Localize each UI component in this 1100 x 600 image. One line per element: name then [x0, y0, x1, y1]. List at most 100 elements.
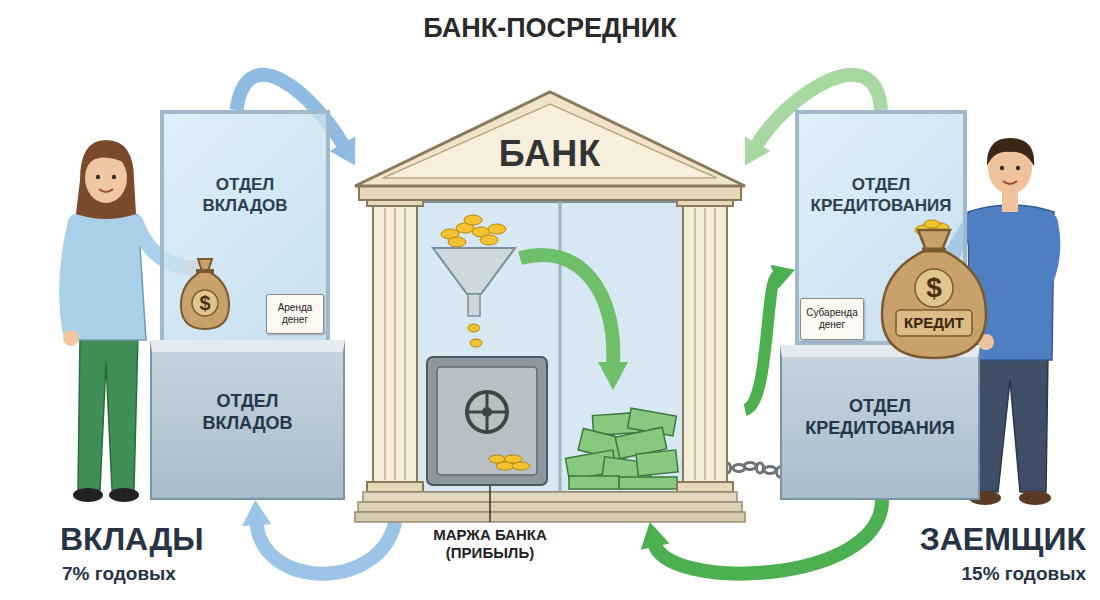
party-name: ЗАЕМЩИК — [920, 520, 1086, 558]
chain-part — [764, 467, 776, 474]
arrow-head — [641, 522, 670, 550]
party-name: ВКЛАДЫ — [60, 520, 204, 558]
depositor-figure-part — [99, 189, 113, 192]
node-text: ОТДЕЛ КРЕДИТОВАНИЯ — [800, 395, 960, 439]
bank-building-part-part — [468, 324, 480, 332]
node-text: ОТДЕЛ КРЕДИТОВАНИЯ — [807, 174, 955, 216]
bank-building-part — [358, 502, 742, 512]
loan-counter: ОТДЕЛ КРЕДИТОВАНИЯ — [780, 345, 980, 500]
bank-building-part — [489, 455, 530, 470]
borrower-figure-part — [1019, 491, 1051, 505]
bank-building-part — [427, 357, 547, 485]
depositor-figure-part — [109, 488, 139, 502]
bank-building-part-part — [448, 237, 466, 247]
chain — [744, 463, 784, 478]
bank-building-part — [355, 92, 745, 186]
bank-building-part-part — [569, 476, 619, 489]
interest-rate: 7% годовых — [62, 562, 176, 586]
node-text: КРЕДИТ — [904, 314, 964, 332]
bank-building-part — [433, 248, 515, 294]
bank-building-part-part — [489, 455, 505, 463]
node-text: Аренда денег — [270, 302, 320, 326]
depositor-figure-part — [67, 222, 76, 330]
depositor-figure-part — [85, 145, 128, 172]
borrower-figure-part — [987, 138, 1034, 166]
depositor-figure-part — [63, 330, 79, 346]
bank-building: БАНК — [355, 82, 745, 522]
depositor-figure-part — [78, 335, 138, 490]
arrow-head — [771, 265, 795, 289]
bank-building-part — [677, 482, 733, 492]
arrow-head — [745, 136, 771, 165]
borrower-figure-part — [1003, 181, 1017, 184]
bank-building-part — [468, 294, 480, 316]
node-text: $ — [199, 291, 210, 315]
depositor-figure-part — [73, 488, 103, 502]
borrower-figure-part — [1016, 166, 1020, 170]
bank-building-part — [404, 208, 406, 480]
loan-bag-shape-part-part — [924, 220, 940, 228]
deposit-counter: ОТДЕЛ ВКЛАДОВ — [150, 340, 345, 500]
node-text: ОТДЕЛ ВКЛАДОВ — [170, 390, 325, 434]
bank-building-part-part — [480, 235, 498, 245]
bank-building-part — [437, 367, 537, 475]
bank-building-part-part — [733, 465, 745, 472]
bank-building-part-part — [464, 215, 482, 225]
loan-bag-shape-part — [922, 248, 946, 253]
bank-building-part — [373, 202, 417, 492]
bank-building-part — [394, 208, 396, 480]
bank-building-part — [417, 202, 683, 492]
borrower-figure-part — [1000, 166, 1004, 170]
desk-sign: Аренда денег — [266, 294, 324, 334]
arrow-line — [745, 276, 778, 410]
arrow-head — [330, 136, 356, 165]
arrow-head — [242, 500, 271, 526]
bank-building-part — [359, 186, 741, 200]
arrow-line — [256, 521, 395, 573]
depositor-figure-part — [112, 175, 116, 179]
bank-building-part — [683, 202, 727, 492]
node-text: ОТДЕЛ ВКЛАДОВ — [172, 174, 318, 216]
node-text: БАНК — [499, 134, 601, 174]
loan-bag-shape-part — [915, 269, 953, 307]
bank-building-part — [704, 208, 706, 480]
bank-building-part-part — [488, 224, 506, 234]
money-bag-shape-part — [181, 259, 229, 329]
chain-part — [757, 463, 764, 473]
bank-building-part-part — [636, 450, 678, 476]
loan-bag-shape-part — [896, 310, 972, 336]
interest-rate: 15% годовых — [962, 562, 1086, 586]
bank-building-part — [363, 492, 737, 502]
bank-building-part — [714, 208, 716, 480]
bank-building-part — [520, 255, 613, 364]
bank-building-part — [355, 512, 745, 522]
borrower-figure-part — [992, 222, 1052, 340]
bank-building-part — [565, 408, 678, 489]
borrower-figure-part — [972, 355, 1048, 492]
diagram-title: БАНК-ПОСРЕДНИК — [0, 12, 1100, 44]
bank-building-part — [383, 104, 717, 178]
bank-building-part — [367, 482, 423, 492]
margin-label: МАРЖА БАНКА (ПРИБЫЛЬ) — [420, 526, 560, 562]
depositor-figure-part — [76, 140, 136, 219]
depositor-figure-part — [96, 175, 100, 179]
bank-building-part-part — [619, 477, 677, 489]
bank-building-part — [489, 486, 491, 522]
loan-bag-shape-part — [882, 230, 986, 358]
money-bag-shape-part — [196, 269, 214, 273]
bank-building-part-part — [470, 339, 482, 347]
loan-bag: $ КРЕДИТ — [878, 222, 990, 362]
bank-building-part — [384, 208, 386, 480]
money-bag: $ — [178, 255, 232, 331]
bank-building-part — [598, 362, 628, 390]
bank-building-part — [467, 392, 507, 432]
money-bag-shape-part — [192, 290, 218, 316]
bank-building-part — [559, 202, 562, 492]
bank-building-part — [469, 411, 505, 414]
bank-building-part — [694, 208, 696, 480]
node-text: Субаренда денег — [804, 307, 860, 331]
desk-sign: Субаренда денег — [800, 298, 864, 340]
node-text: $ — [926, 272, 942, 304]
bank-building-part-part — [504, 455, 522, 463]
